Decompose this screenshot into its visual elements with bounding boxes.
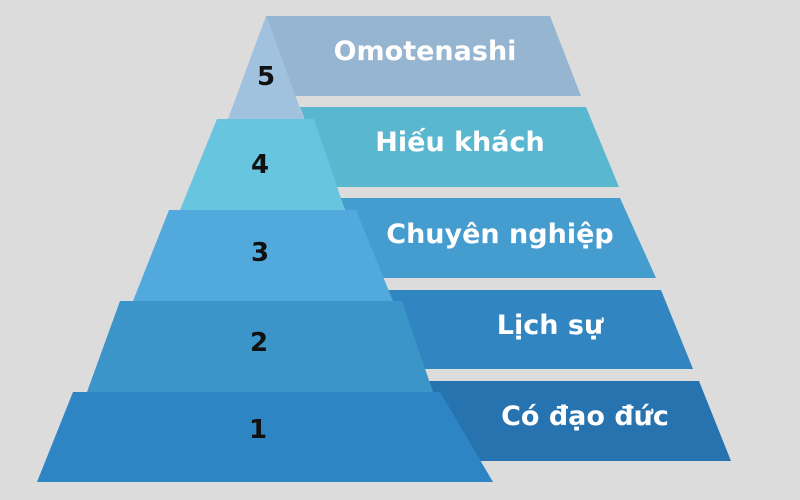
banner-level-5 [266, 16, 581, 96]
banner-level-3 [340, 198, 656, 278]
level-number-3: 3 [250, 238, 270, 268]
level-number-5: 5 [256, 62, 276, 92]
banner-level-1 [420, 381, 731, 461]
level-number-4: 4 [250, 150, 270, 180]
pyramid-tier-5 [228, 16, 304, 119]
level-label-5: Omotenashi [333, 36, 517, 67]
level-number-1: 1 [248, 415, 268, 445]
banner-level-4 [300, 107, 619, 187]
pyramid-tier-4 [180, 119, 345, 210]
pyramid-tier-3 [133, 210, 393, 301]
level-label-4: Hiếu khách [375, 127, 545, 158]
level-label-1: Có đạo đức [501, 401, 669, 432]
pyramid-tier-2 [87, 301, 433, 392]
level-label-2: Lịch sự [496, 310, 604, 341]
level-number-2: 2 [249, 328, 269, 358]
banner-level-2 [380, 290, 693, 369]
level-label-3: Chuyên nghiệp [386, 219, 614, 250]
pyramid-tier-1 [37, 392, 493, 482]
